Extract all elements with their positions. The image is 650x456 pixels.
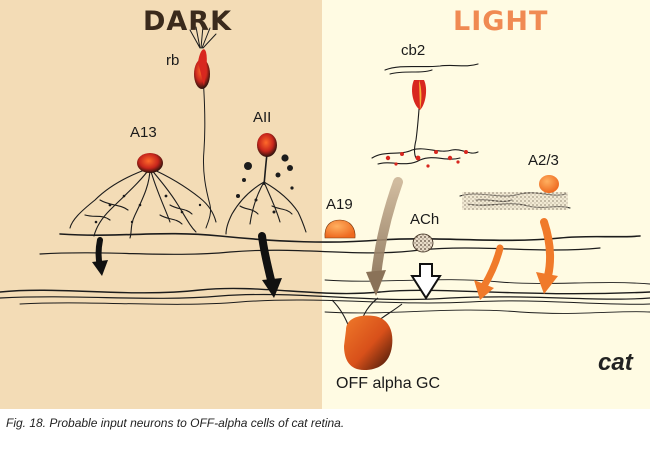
label-a23: A2/3 — [528, 152, 559, 169]
hollow-down-arrow-icon — [410, 263, 442, 300]
a19-cell — [324, 219, 356, 239]
orange-arrow-icon — [474, 244, 504, 300]
label-off-alpha-gc: OFF alpha GC — [336, 375, 441, 392]
label-ach: ACh — [410, 211, 440, 228]
a23-cell — [459, 175, 571, 210]
retina-diagram: DARK LIGHT rb A13 AII cb2 A2/3 A19 ACh O… — [0, 0, 650, 409]
label-cb2: cb2 — [401, 42, 426, 59]
a13-cell — [69, 153, 217, 239]
cb2-cell — [371, 63, 479, 168]
off-alpha-gc-cell — [331, 297, 403, 370]
down-arrow-icon — [92, 237, 108, 276]
label-a19: A19 — [326, 196, 353, 213]
dark-panel — [0, 0, 322, 409]
label-a13: A13 — [130, 124, 157, 141]
light-heading: LIGHT — [453, 6, 549, 37]
species-label: cat — [598, 349, 633, 376]
down-arrow-icon — [258, 232, 282, 298]
label-rb: rb — [166, 52, 180, 69]
label-aii: AII — [253, 109, 272, 126]
rb-cell — [189, 25, 217, 229]
ach-cell — [412, 233, 434, 253]
diagram-canvas — [0, 0, 650, 409]
dark-heading: DARK — [143, 6, 233, 37]
figure-caption: Fig. 18. Probable input neurons to OFF-a… — [6, 416, 345, 430]
aii-cell — [225, 133, 307, 235]
shaded-arrow-icon — [366, 177, 403, 296]
orange-arrow-icon — [536, 218, 558, 294]
